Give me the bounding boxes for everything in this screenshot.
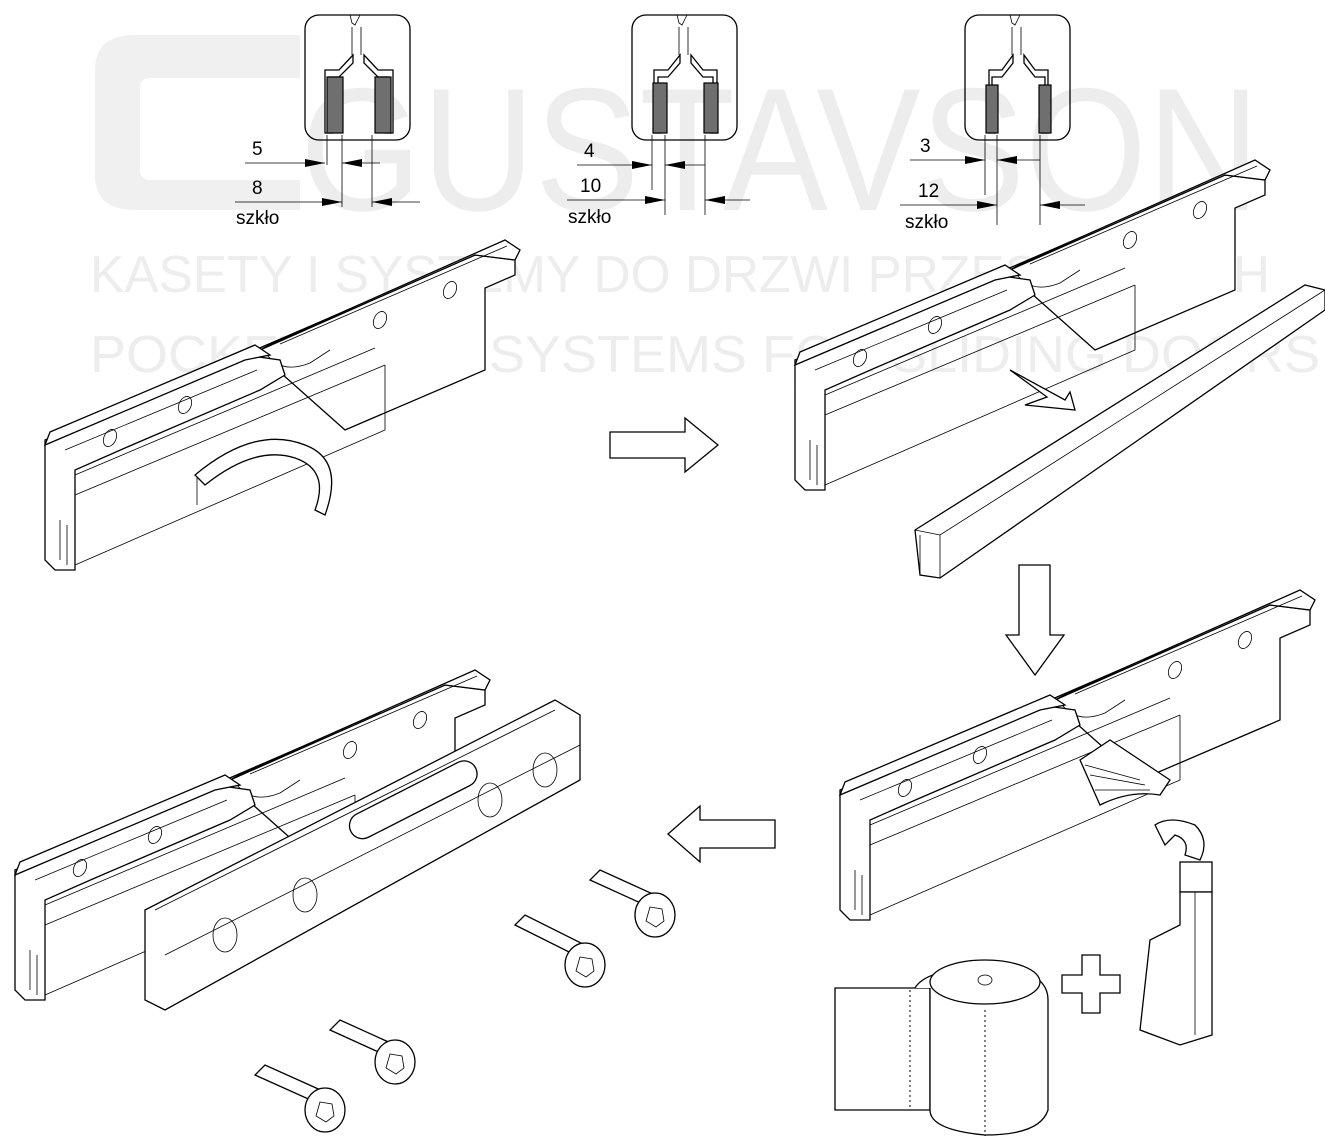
gap-value-3: 3 <box>920 136 931 157</box>
glass-value-3: 12 <box>918 181 939 202</box>
socket-head-screw-icon <box>328 1019 416 1085</box>
step-2-insert-glass <box>794 159 1325 579</box>
glass-value-2: 10 <box>580 176 601 197</box>
gap-value-1: 5 <box>252 139 263 160</box>
glass-value-1: 8 <box>252 178 263 199</box>
gap-value-2: 4 <box>584 141 595 162</box>
step-4-mount-clamp <box>14 669 581 1011</box>
socket-head-screw-icon <box>513 914 606 988</box>
dimension-group-2: 4 10 szkło <box>567 141 750 228</box>
watermark-logo-mark <box>95 35 300 210</box>
hex-key-tool-icon <box>1139 819 1213 1046</box>
socket-head-screw-icon <box>253 1064 346 1133</box>
arrow-right <box>609 416 720 474</box>
socket-head-screw-icon <box>588 869 676 938</box>
glass-label-1: szkło <box>236 208 279 229</box>
profile-section-1 <box>304 14 411 207</box>
dimension-group-3: 3 12 szkło <box>900 136 1085 233</box>
watermark-brand: GUSTAVSON <box>300 53 1260 248</box>
paper-roll-icon <box>834 959 1049 1136</box>
push-arrow-icon <box>1009 369 1076 411</box>
clamp-plate <box>144 699 581 1011</box>
dimension-group-1: 5 8 szkło <box>235 139 420 229</box>
glass-label-2: szkło <box>568 207 611 228</box>
tape-strip-icon <box>194 438 333 516</box>
glass-panel-icon <box>914 284 1325 579</box>
plus-icon <box>1061 954 1121 1014</box>
arrow-down <box>1004 564 1066 677</box>
profile-section-3 <box>964 14 1071 225</box>
profile-section-2 <box>631 14 738 215</box>
step-1-peel-tape <box>44 239 521 571</box>
arrow-left <box>667 804 776 864</box>
glass-label-3: szkło <box>905 212 948 233</box>
step-3-clean <box>839 589 1316 1046</box>
